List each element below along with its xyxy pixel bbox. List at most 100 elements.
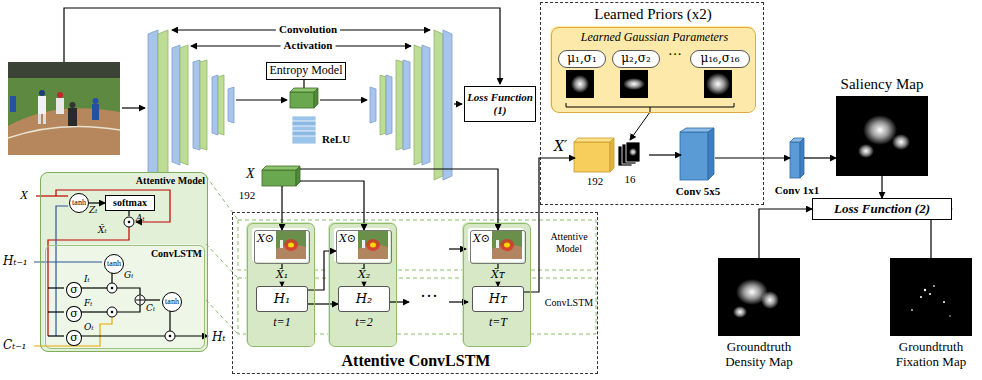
input-photo: [56, 98, 64, 114]
map-images: [943, 301, 945, 303]
map-images: [929, 293, 931, 295]
decoder-layers: [386, 75, 392, 135]
attention-detail-panel: [111, 311, 114, 314]
node-text: Learned Priors (x2): [541, 6, 765, 23]
gaussian-param-pill: μ₂,σ₂: [612, 50, 660, 68]
attention-detail-panel: [206, 176, 238, 334]
decoder-layers: [370, 30, 452, 180]
attention-detail-panel: [34, 190, 208, 346]
conv-blocks: [680, 132, 708, 180]
gaussian-priors: [620, 70, 648, 98]
node-text: tanh: [107, 259, 121, 268]
annotation-label: Cₜ: [146, 303, 160, 313]
input-photo: [43, 114, 46, 124]
annotation-label: ···: [410, 286, 448, 307]
node-text: t=1: [248, 316, 316, 330]
connector-arrow: [89, 202, 105, 203]
node-text: H₂: [356, 292, 373, 307]
fixation-map-image: Groundtruth Fixation Map: [890, 258, 972, 336]
attention-detail-panel: [48, 335, 64, 336]
input-photo: [8, 62, 120, 78]
prior-feature-block: [574, 138, 640, 172]
annotation-label: X: [20, 188, 34, 203]
node-text: tanh: [72, 198, 86, 207]
time-step-cell: t=TX⊙Hᴛ: [463, 223, 531, 347]
map-images: [863, 115, 897, 145]
feature-block: X′192: [575, 139, 615, 173]
map-images: [890, 258, 972, 336]
network-wires: [122, 107, 145, 108]
attention-detail-panel: [80, 287, 107, 288]
annotation-label: 16: [616, 173, 644, 186]
map-images: [836, 96, 928, 176]
node-text: Learned Gaussian Parameters: [552, 31, 757, 45]
gaussian-param-pill: μ₁,σ₁: [558, 50, 606, 68]
encoder-layers: [158, 30, 168, 180]
attention-detail-panel: [80, 335, 165, 336]
decoder-layers: [443, 30, 452, 180]
sigmoid-circle: σ: [66, 282, 82, 299]
annotation-label: Convolution: [276, 23, 340, 36]
annotation-label: Iₜ: [84, 274, 98, 284]
input-photo: [10, 96, 16, 112]
input-photo: [38, 96, 46, 114]
prior-feature-block: [629, 148, 637, 156]
node-text: tanh: [165, 297, 179, 306]
decoder-layers: [422, 45, 430, 165]
attention-detail-panel: [80, 311, 107, 312]
encoder-layers: [180, 45, 188, 165]
input-photo: [57, 92, 63, 98]
node-text: ConvLSTM: [132, 248, 202, 260]
feature-block: X192: [262, 166, 300, 186]
attention-detail-panel: [117, 288, 140, 295]
network-wires: [64, 8, 500, 108]
connector-arrow: [649, 154, 681, 155]
attention-detail-panel: [206, 244, 238, 278]
attention-detail-panel: [165, 331, 175, 341]
attention-detail-panel: [206, 176, 238, 220]
node-text: Attentive Model: [117, 175, 205, 187]
attention-detail-panel: [169, 335, 172, 338]
gaussian-param-pill: μ₁₆,σ₁₆: [690, 50, 750, 68]
decoder-layers: [414, 45, 422, 165]
attentive-convlstm-cells: [358, 231, 388, 259]
attention-detail-panel: [111, 287, 114, 290]
network-wires: [64, 8, 500, 84]
input-photo: [38, 114, 41, 124]
node-text: 192: [571, 175, 619, 188]
gaussian-priors: [571, 75, 589, 93]
saliency-map-image: Saliency Map: [836, 96, 928, 176]
prior-feature-block: [574, 138, 614, 142]
input-feature-cube: [262, 166, 300, 186]
attention-detail-panel: [135, 295, 145, 305]
gaussian-priors: [566, 103, 734, 112]
input-photo: [70, 102, 76, 108]
annotation-label: Aₜ: [136, 213, 152, 223]
hidden-state-box: H₁: [256, 286, 308, 312]
encoder-layers: [228, 87, 234, 123]
node-text: t=2: [330, 316, 398, 330]
annotation-label: Activation: [281, 39, 336, 52]
attention-detail-panel: [136, 296, 144, 304]
annotation-label: ReLU: [322, 133, 354, 146]
encoder-layers: [148, 30, 234, 180]
attention-detail-panel: [48, 227, 129, 336]
map-images: [911, 309, 913, 311]
bottleneck-cube: [290, 92, 314, 108]
softmax-box: softmax: [105, 195, 155, 211]
annotation-label: Gₜ: [124, 270, 140, 280]
decoder-layers: [403, 60, 410, 150]
node-text: softmax: [113, 197, 147, 209]
attention-detail-panel: [44, 244, 204, 348]
connector-arrow: [881, 176, 882, 198]
encoder-layers: [193, 60, 200, 150]
attention-detail-panel: [206, 300, 238, 334]
attention-detail-panel: [107, 283, 117, 293]
input-photo: [8, 62, 120, 155]
gaussian-priors: [566, 70, 594, 98]
map-images: [892, 134, 910, 150]
node-text: X⊙: [257, 233, 279, 246]
attentive-convlstm-cells: [390, 301, 409, 302]
node-text: Groundtruth Fixation Map: [884, 340, 978, 370]
node-text: X⊙: [473, 233, 495, 246]
